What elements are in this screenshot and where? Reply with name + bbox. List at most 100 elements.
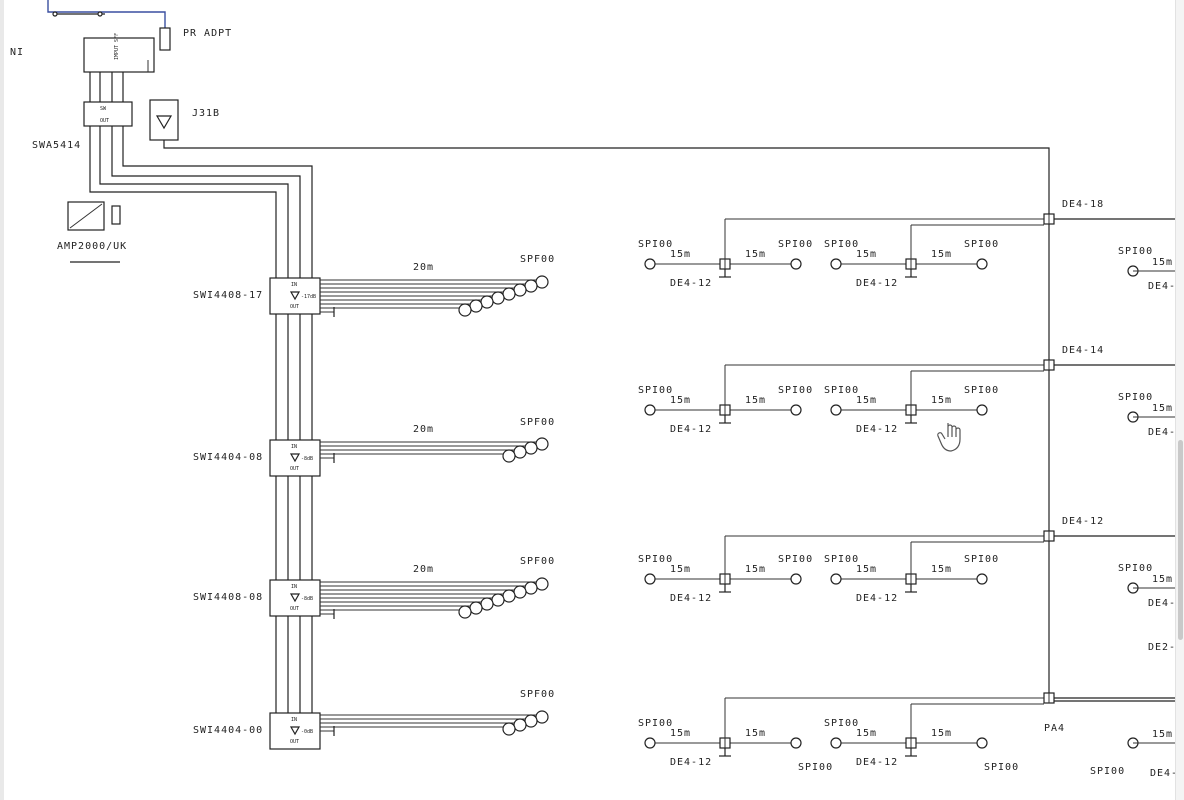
switch-in-label: IN — [291, 717, 297, 723]
branch-tap-label: DE4-12 — [856, 757, 898, 768]
switch-box[interactable] — [269, 277, 321, 315]
outlet-label: SPF00 — [520, 254, 555, 265]
branch-tap-label: DE4-12 — [856, 593, 898, 604]
vertical-scrollbar[interactable] — [1175, 0, 1184, 800]
spi-outlet-circle — [790, 573, 802, 585]
branch-cable-label: 15m — [931, 395, 952, 406]
branch-tap-label: DE4-12 — [670, 424, 712, 435]
switch-name-label: SWI4404-00 — [193, 725, 263, 736]
spi-outlet-label: SPI00 — [638, 385, 673, 396]
switch-name-label: SWI4408-17 — [193, 290, 263, 301]
spi-outlet-circle — [830, 737, 842, 749]
trunk-tap-label: DE4-18 — [1062, 199, 1104, 210]
ground-symbol — [718, 747, 732, 757]
spi-outlet-circle — [830, 258, 842, 270]
right-cable-label: 15m — [1152, 403, 1173, 414]
ground-symbol — [904, 268, 918, 278]
right-outlet-label: SPI00 — [1118, 392, 1153, 403]
spi-outlet-circle — [830, 573, 842, 585]
branch-cable-label: 15m — [931, 564, 952, 575]
spi-outlet-circle — [790, 737, 802, 749]
spi-outlet-label: SPI00 — [964, 385, 999, 396]
spf-outlet-circle — [458, 303, 472, 317]
amplifier-triangle-icon — [289, 291, 301, 301]
scrollbar-thumb[interactable] — [1178, 440, 1183, 640]
swa-sw-label: SW — [100, 106, 107, 112]
spi-outlet-circle — [830, 404, 842, 416]
amp2000-label: AMP2000/UK — [57, 241, 127, 252]
branch-cable-label: 15m — [670, 728, 691, 739]
branch-cable-label: 15m — [856, 249, 877, 260]
spi-outlet-label: SPI00 — [778, 239, 813, 250]
spf-outlet-circle — [502, 589, 516, 603]
branch-cable-label: 15m — [856, 395, 877, 406]
spf-outlet-circle — [502, 287, 516, 301]
switch-in-label: IN — [291, 584, 297, 590]
spi-outlet-circle — [644, 404, 656, 416]
right-outlet-label: SPI00 — [1118, 246, 1153, 257]
ground-symbol — [718, 268, 732, 278]
ground-symbol — [904, 583, 918, 593]
trunk-tap-label: DE4-14 — [1062, 345, 1104, 356]
spf-outlet-circle — [535, 577, 549, 591]
spf-outlet-circle — [469, 299, 483, 313]
switch-level-label: -0dB — [301, 729, 313, 735]
spi-outlet-label: SPI00 — [798, 762, 833, 773]
feed-cable — [47, 0, 166, 30]
ground-symbol — [904, 747, 918, 757]
spi-outlet-label: SPI00 — [778, 385, 813, 396]
pr-adpt-label: PR ADPT — [183, 28, 232, 39]
spf-outlet-circle — [524, 441, 538, 455]
amplifier-triangle-icon — [289, 726, 301, 736]
amp-input-label: IMPUT SFF — [114, 33, 120, 60]
branch-cable-label: 15m — [670, 564, 691, 575]
outlet-label: SPF00 — [520, 556, 555, 567]
branch-cable-label: 15m — [745, 249, 766, 260]
swa-out-label: OUT — [100, 118, 109, 124]
spi-outlet-circle — [976, 737, 988, 749]
spf-outlet-circle — [524, 714, 538, 728]
right-outlet-label: SPI00 — [1118, 563, 1153, 574]
spf-outlet-circle — [491, 593, 505, 607]
spf-outlet-circle — [491, 291, 505, 305]
switch-name-label: SWI4408-08 — [193, 592, 263, 603]
spi-outlet-circle — [976, 573, 988, 585]
switch-out-label: OUT — [290, 606, 299, 612]
switch-out-label: OUT — [290, 466, 299, 472]
swa5414-label: SWA5414 — [32, 140, 81, 151]
spf-outlet-circle — [513, 585, 527, 599]
headend-group: PR ADPT NI IMPUT SFF SW OUT SWA5414 J31B… — [10, 0, 1050, 700]
switch-level-label: -8dB — [301, 456, 313, 462]
amplifier-box[interactable] — [83, 37, 155, 73]
spf-outlet-circle — [524, 581, 538, 595]
branch-cable-label: 15m — [856, 564, 877, 575]
right-tap-label: DE4- — [1150, 768, 1178, 779]
spf-outlet-circle — [535, 710, 549, 724]
spi-outlet-label: SPI00 — [964, 239, 999, 250]
branch-cable-label: 15m — [745, 728, 766, 739]
switch-name-label: SWI4404-08 — [193, 452, 263, 463]
spf-outlet-circle — [535, 275, 549, 289]
branch-cable-label: 15m — [670, 249, 691, 260]
spf-outlet-circle — [469, 601, 483, 615]
outlet-label: SPF00 — [520, 417, 555, 428]
spf-outlet-circle — [480, 597, 494, 611]
branch-tap-label: DE4-12 — [856, 278, 898, 289]
cable-length-label: 20m — [413, 424, 434, 435]
spf-outlet-circle — [513, 445, 527, 459]
switch-out-label: OUT — [290, 739, 299, 745]
spf-outlet-circle — [458, 605, 472, 619]
ground-symbol — [718, 583, 732, 593]
switch-level-label: -8dB — [301, 596, 313, 602]
ground-symbol — [904, 414, 918, 424]
branch-tap-label: DE4-12 — [670, 757, 712, 768]
swa5414-box[interactable] — [83, 101, 133, 127]
cable-length-label: 20m — [413, 262, 434, 273]
branch-cable-label: 15m — [931, 728, 952, 739]
pr-adapter[interactable] — [159, 27, 171, 51]
right-cable-label: 15m — [1152, 574, 1173, 585]
